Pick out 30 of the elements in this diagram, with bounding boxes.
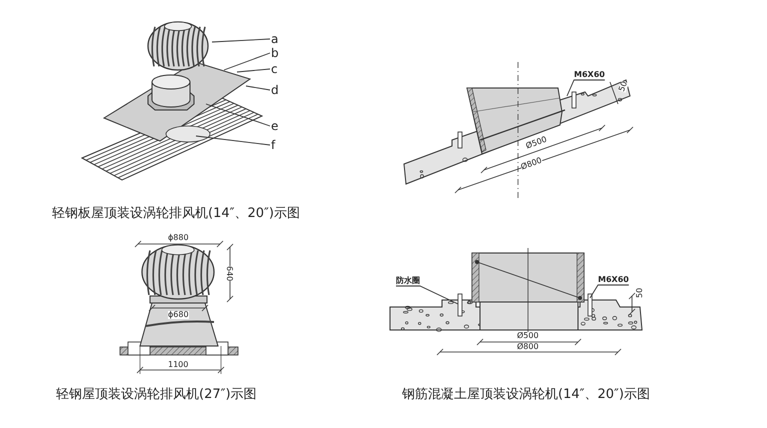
part-letter: f	[271, 139, 276, 151]
dimension-text: ϕ680	[168, 311, 189, 319]
dimension-text: Ø800	[520, 156, 544, 172]
leader-line	[566, 80, 606, 96]
dimension-text: ϕ880	[168, 234, 189, 242]
dimension-text: 1100	[168, 361, 188, 369]
leader-line	[396, 286, 458, 304]
leader-line	[224, 52, 270, 70]
part-letter: b	[271, 47, 279, 59]
dimension-text: Ø500	[517, 332, 539, 340]
dimension-text: Ø500	[525, 136, 548, 151]
part-label: M6X60	[598, 276, 629, 284]
leader-line	[212, 38, 270, 42]
part-letter: d	[271, 84, 279, 96]
figure-caption: 轻钢屋顶装设涡轮排风机(27″)示图	[56, 388, 257, 401]
part-label: M6X60	[574, 71, 605, 79]
part-letter: e	[271, 120, 278, 132]
dimension-text: Ø800	[517, 343, 539, 351]
leader-line	[196, 136, 270, 146]
part-letter: a	[271, 33, 278, 45]
dimension-text: 640	[225, 266, 233, 282]
leader-line	[246, 86, 270, 90]
figure-caption: 钢筋混凝土屋顶装设涡轮机(14″、20″)示图	[402, 388, 650, 401]
dimension-text: 50	[636, 288, 644, 298]
part-label: 防水圈	[396, 277, 420, 285]
part-letter: c	[271, 63, 278, 75]
figure-caption: 轻钢板屋顶装设涡轮排风机(14″、20″)示图	[52, 207, 300, 220]
leader-line	[236, 68, 270, 72]
leader-line	[590, 284, 630, 298]
leader-line	[206, 104, 270, 126]
